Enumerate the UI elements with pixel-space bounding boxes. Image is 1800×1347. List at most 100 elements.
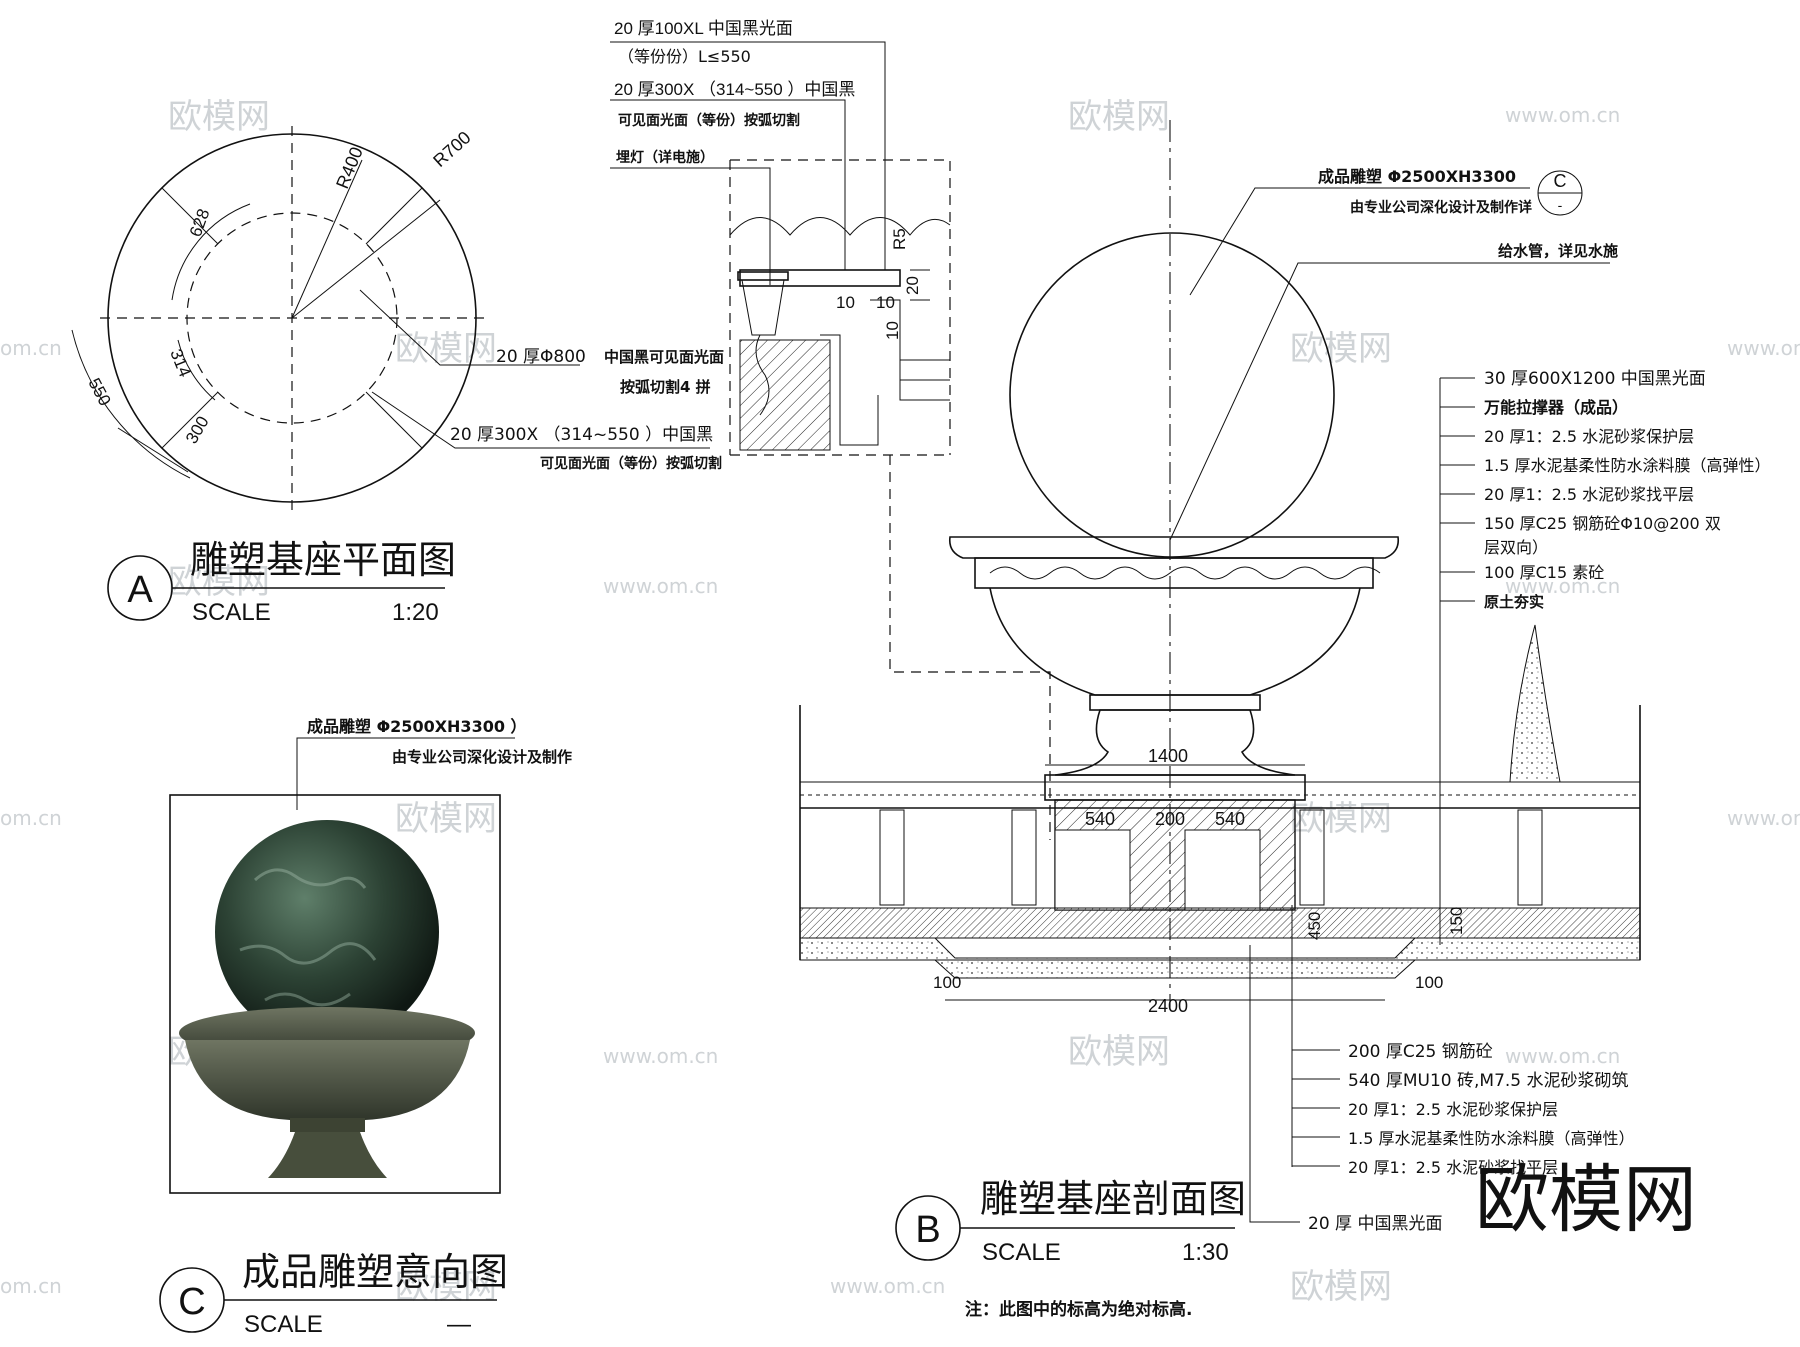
layer-label: 原土夯实 <box>1484 593 1544 611</box>
base-top <box>1044 774 1306 801</box>
layer-leader <box>1249 945 1300 1223</box>
watermark-url: www.om.cn <box>1727 806 1800 830</box>
edge-detail: 10 10 R5 20 10 20 厚100XL 中国黑光面 （等份份）L≤55… <box>610 19 1051 840</box>
leader-line <box>359 289 580 366</box>
coping-outline <box>870 299 950 401</box>
joint-line <box>365 187 423 245</box>
section-dim: 200 <box>1155 809 1185 829</box>
layer-label: 层双向） <box>1484 538 1548 557</box>
sphere-pattern <box>253 868 367 889</box>
title-scale-label: SCALE <box>244 1311 323 1338</box>
support-pedestal <box>1011 809 1037 906</box>
watermark-text: 欧模网 <box>1068 1032 1170 1072</box>
leader-line <box>1189 187 1530 296</box>
section-dim: 540 <box>1215 809 1245 829</box>
watermark-text: 欧模网 <box>168 562 270 602</box>
stone-slab <box>739 269 901 287</box>
bowl-ornament <box>989 566 1381 580</box>
leader-line <box>610 99 846 270</box>
layer-label: 20 厚1：2.5 水泥砂浆找平层 <box>1484 485 1694 504</box>
joint-line <box>161 391 219 449</box>
title-name: 雕塑基座平面图 <box>190 538 456 582</box>
section-footnote: 注：此图中的标高为绝对标高. <box>965 1299 1192 1320</box>
base-core <box>1184 829 1261 911</box>
detail-boundary <box>730 159 951 300</box>
watermark-text: 欧模网 <box>1290 799 1392 839</box>
plan-label: 可见面光面（等份）按弧切割 <box>540 455 722 472</box>
section-dim: 1400 <box>1148 746 1188 766</box>
joint-line <box>161 187 219 245</box>
layer-label: 1.5 厚水泥基柔性防水涂料膜（高弹性） <box>1348 1129 1635 1148</box>
sculpture-sphere <box>1009 232 1335 558</box>
leader-line <box>371 391 710 449</box>
layer-label: 万能拉撑器（成品） <box>1483 398 1628 417</box>
section-dim: 540 <box>1085 809 1115 829</box>
detail-dim: 10 <box>883 321 902 340</box>
layer-label: 1.5 厚水泥基柔性防水涂料膜（高弹性） <box>1484 456 1771 475</box>
plan-label: 中国黑可见面光面 <box>604 348 724 366</box>
water-surface <box>729 217 951 236</box>
title-scale-value: — <box>447 1311 471 1338</box>
layer-label: 20 厚 中国黑光面 <box>1308 1214 1442 1234</box>
watermark-url: www.om.cn <box>603 574 718 598</box>
layer-label: 150 厚C25 钢筋砼Φ10@200 双 <box>1484 514 1721 533</box>
bowl-rim <box>948 536 1400 559</box>
layer-list-right: 30 厚600X1200 中国黑光面 万能拉撑器（成品） 20 厚1：2.5 水… <box>1440 369 1771 611</box>
title-scale-value: 1:20 <box>392 599 439 626</box>
watermark-url: om.cn <box>0 336 62 360</box>
layer-label: 20 厚1：2.5 水泥砂浆保护层 <box>1484 427 1694 446</box>
leader-line <box>610 41 886 270</box>
detail-label: 20 厚300X （314~550 ）中国黑 <box>614 80 855 99</box>
dim-label-550: 550 <box>84 375 114 409</box>
base-core <box>1054 829 1131 911</box>
concrete-cushion <box>799 937 1641 979</box>
dim-300 <box>117 427 189 473</box>
watermark-url: om.cn <box>0 806 62 830</box>
layer-label: 20 厚1：2.5 水泥砂浆保护层 <box>1348 1100 1558 1119</box>
title-scale-label: SCALE <box>192 599 271 626</box>
dim-label-628: 628 <box>186 206 214 239</box>
radius-leader-r700 <box>291 199 441 319</box>
bowl-neck <box>1089 694 1261 711</box>
section-dim: 2400 <box>1148 996 1188 1016</box>
title-name: 雕塑基座剖面图 <box>980 1177 1246 1221</box>
reference-image-frame <box>169 794 501 1194</box>
arc-dim-314 <box>177 339 216 401</box>
granite-sphere <box>215 820 439 1044</box>
section-note: 由专业公司深化设计及制作详 <box>1350 199 1532 216</box>
fountain-jet <box>1509 624 1561 783</box>
dim-label-r400: R400 <box>332 144 367 191</box>
sphere-pattern <box>239 942 377 965</box>
watermark-url: www.om.cn <box>603 1044 718 1068</box>
section-view: 1400 540 200 540 2400 100 100 450 150 成品… <box>799 120 1771 1320</box>
coping-outline <box>820 334 879 446</box>
support-pedestals <box>879 809 1543 906</box>
detail-dim: 10 <box>836 293 855 312</box>
watermark-logo: 欧模网 <box>1475 1157 1697 1243</box>
section-dim: 450 <box>1305 912 1324 940</box>
title-scale-label: SCALE <box>982 1239 1061 1266</box>
callout-letter: C <box>1554 171 1567 191</box>
plan-label: 20 厚300X （314~550 ）中国黑 <box>450 425 713 445</box>
layer-label: 200 厚C25 钢筋砼 <box>1348 1042 1493 1062</box>
watermark-url: www.om.cn <box>1505 103 1620 127</box>
plan-label: 20 厚Φ800 <box>496 347 586 367</box>
arc-dim-550 <box>71 329 191 479</box>
watermark-url: om.cn <box>0 1274 62 1298</box>
layer-list-bottom: 200 厚C25 钢筋砼 540 厚MU10 砖,M7.5 水泥砂浆砌筑 20 … <box>1292 1042 1635 1234</box>
plan-view: R700 R400 628 314 550 300 20 厚Φ800 中国黑可见… <box>71 126 724 626</box>
title-scale-value: 1:30 <box>1182 1239 1229 1266</box>
layer-label: 30 厚600X1200 中国黑光面 <box>1484 369 1706 389</box>
section-dim: 150 <box>1447 907 1466 935</box>
reference-note: 由专业公司深化设计及制作 <box>392 748 572 766</box>
leader-line <box>296 737 515 810</box>
bowl-body-photo <box>185 1040 470 1120</box>
detail-label: 可见面光面（等份）按弧切割 <box>618 112 800 129</box>
dim-label-r700: R700 <box>429 127 474 171</box>
title-letter: B <box>915 1209 940 1251</box>
sculpture-photo <box>179 820 475 1178</box>
bowl-foot-photo <box>268 1132 387 1178</box>
light-fixture-top <box>737 271 789 281</box>
section-dim: 100 <box>933 973 961 992</box>
